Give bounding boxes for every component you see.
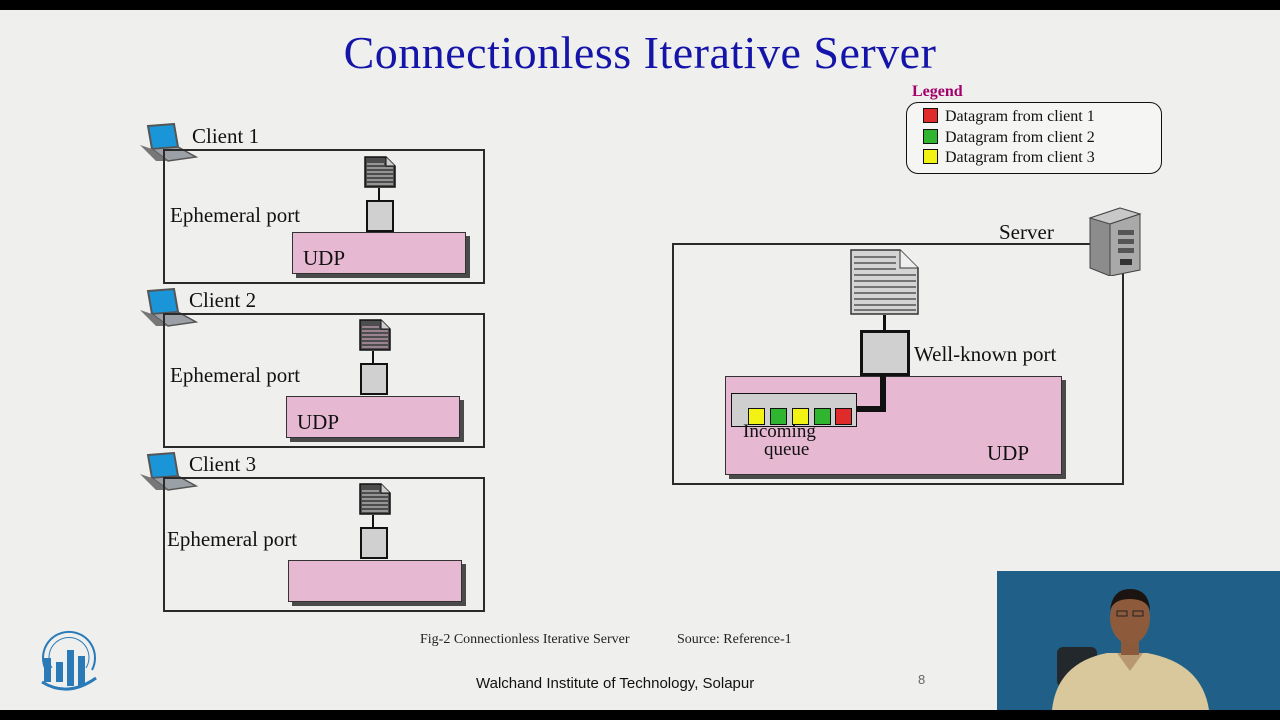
well-known-port-box [860, 330, 910, 376]
ephemeral-port-box [366, 200, 394, 232]
slide: Connectionless Iterative Server Legend D… [0, 10, 1280, 710]
figure-caption: Fig-2 Connectionless Iterative Server [420, 632, 630, 647]
red-swatch-icon [923, 108, 938, 123]
connector-line [883, 315, 886, 330]
legend-item-client-1: Datagram from client 1 [923, 108, 1095, 126]
incoming-queue-label: queue [764, 439, 810, 460]
client-3-label: Client 3 [189, 452, 257, 476]
client-2-label: Client 2 [189, 288, 257, 312]
institute-logo-icon [41, 630, 97, 691]
client-3-port-label: Ephemeral port [167, 527, 298, 551]
document-icon [850, 249, 919, 315]
document-icon [359, 483, 391, 515]
legend-item-client-2: Datagram from client 2 [923, 129, 1095, 147]
client-2-port-label: Ephemeral port [170, 363, 301, 387]
client-2-box [163, 313, 485, 448]
queue-connector-line [854, 373, 886, 412]
udp-label: UDP [303, 246, 346, 270]
client-1-box [163, 149, 485, 284]
server-tower-icon [1088, 207, 1142, 276]
yellow-swatch-icon [923, 149, 938, 164]
presenter-icon [997, 571, 1280, 710]
queue-datagram-client-2 [814, 408, 831, 425]
client-3-box [163, 477, 485, 612]
incoming-queue-label: Incoming [743, 421, 816, 442]
legend-title: Legend [912, 83, 963, 100]
legend-label: Datagram from client 2 [945, 129, 1095, 146]
server-label: Server [999, 220, 1054, 244]
client-1-udp: UDP [292, 232, 466, 274]
server-box [672, 243, 1124, 485]
document-icon [364, 156, 396, 188]
udp-label: UDP [987, 441, 1030, 465]
institute-footer: Walchand Institute of Technology, Solapu… [476, 675, 755, 692]
connector-line [372, 351, 374, 363]
green-swatch-icon [923, 129, 938, 144]
queue-datagram-client-1 [835, 408, 852, 425]
client-1-port-label: Ephemeral port [170, 203, 301, 227]
client-2-udp: UDP [286, 396, 460, 438]
well-known-port-label: Well-known port [914, 342, 1057, 366]
legend-item-client-3: Datagram from client 3 [923, 149, 1095, 167]
queue-datagram-client-2 [770, 408, 787, 425]
queue-label-line-2: queue [764, 439, 810, 460]
ephemeral-port-box [360, 527, 388, 559]
connector-line [372, 515, 374, 527]
queue-datagram-client-3 [748, 408, 765, 425]
queue-label-line-1: Incoming [743, 421, 816, 442]
presenter-video [997, 571, 1280, 710]
page-number: 8 [918, 672, 926, 687]
legend-label: Datagram from client 1 [945, 108, 1095, 125]
document-icon [359, 319, 391, 351]
udp-label: UDP [297, 410, 340, 434]
queue-datagram-client-3 [792, 408, 809, 425]
client-3-udp [288, 560, 462, 602]
slide-title: Connectionless Iterative Server [343, 27, 937, 78]
legend: Datagram from client 1 Datagram from cli… [906, 102, 1162, 174]
client-1-label: Client 1 [192, 124, 260, 148]
ephemeral-port-box [360, 363, 388, 395]
connector-line [378, 188, 380, 200]
legend-label: Datagram from client 3 [945, 149, 1095, 166]
figure-source: Source: Reference-1 [677, 632, 792, 647]
